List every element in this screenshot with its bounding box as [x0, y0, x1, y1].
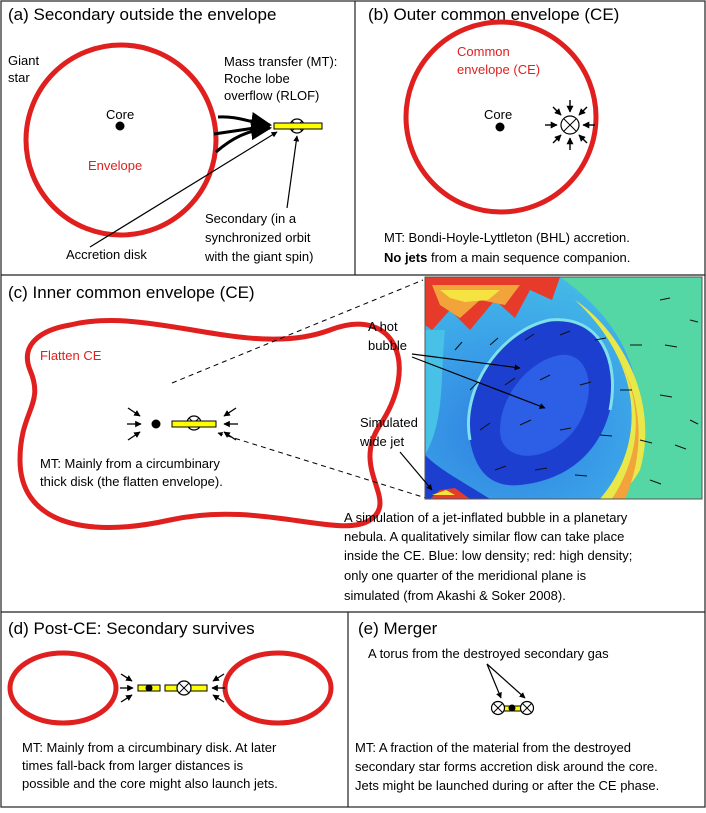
wide-jet-label-1: Simulated: [360, 415, 418, 430]
panel-a-title: (a) Secondary outside the envelope: [8, 5, 276, 24]
accretion-disk-label: Accretion disk: [66, 247, 147, 262]
hot-bubble-pointer-1: [411, 353, 521, 371]
rlof-flow-arrows: [213, 112, 273, 154]
sim-caption-5: simulated (from Akashi & Soker 2008).: [344, 588, 566, 603]
panel-d-title: (d) Post-CE: Secondary survives: [8, 619, 255, 638]
ce-remnant-left: [7, 650, 119, 726]
panel-c: (c) Inner common envelope (CE) Flatten C…: [8, 276, 703, 603]
mt-label-d-3: possible and the core might also launch …: [22, 776, 278, 791]
flatten-ce-label: Flatten CE: [40, 348, 102, 363]
torus-pointer-left: [486, 663, 502, 699]
hot-bubble-pointer-2: [411, 356, 546, 409]
secondary-label-1: Secondary (in a: [205, 211, 297, 226]
mt-label-e-2: secondary star forms accretion disk arou…: [355, 759, 658, 774]
mt-label-c-1: MT: Mainly from a circumbinary: [40, 456, 220, 471]
core-label-b: Core: [484, 107, 512, 122]
zoom-line-top: [171, 279, 424, 384]
ce-label-2: envelope (CE): [457, 62, 540, 77]
torus-label: A torus from the destroyed secondary gas: [368, 646, 609, 661]
flatten-ce-outline: [17, 318, 402, 530]
core-label-a: Core: [106, 107, 134, 122]
accretion-disk-pointer: [89, 131, 278, 248]
giant-star-label-2: star: [8, 70, 30, 85]
circumbinary-inflow-arrows: [127, 407, 238, 441]
sim-caption-2: nebula. A qualitatively similar flow can…: [344, 529, 624, 544]
sim-caption-3: inside the CE. Blue: low density; red: h…: [344, 548, 632, 563]
panel-a: (a) Secondary outside the envelope Core …: [8, 5, 337, 264]
mt-label-a-2: Roche lobe: [224, 71, 290, 86]
mt-label-b-2: No jets from a main sequence companion.: [384, 250, 630, 265]
ce-label-1: Common: [457, 44, 510, 59]
panel-d: (d) Post-CE: Secondary survives MT: Main…: [7, 619, 334, 791]
mt-label-e-3: Jets might be launched during or after t…: [355, 778, 659, 793]
bhl-inflow-arrows: [545, 100, 595, 150]
hot-bubble-label-1: A hot: [368, 319, 398, 334]
wide-jet-label-2: wide jet: [359, 434, 404, 449]
panel-b-title: (b) Outer common envelope (CE): [368, 5, 619, 24]
panel-b: (b) Outer common envelope (CE) Common en…: [368, 5, 630, 265]
giant-star-label-1: Giant: [8, 53, 39, 68]
simulation-image: [424, 276, 703, 500]
envelope-label: Envelope: [88, 158, 142, 173]
mt-label-d-1: MT: Mainly from a circumbinary disk. At …: [22, 740, 277, 755]
mt-label-e-1: MT: A fraction of the material from the …: [355, 740, 631, 755]
core-dot-b: [495, 122, 505, 132]
core-dot-d: [145, 684, 153, 692]
mt-label-b-1: MT: Bondi-Hoyle-Lyttleton (BHL) accretio…: [384, 230, 630, 245]
giant-core-dot: [115, 121, 125, 131]
ce-remnant-right: [222, 650, 334, 726]
hot-bubble-label-2: bubble: [368, 338, 407, 353]
zoom-line-bottom: [217, 431, 427, 499]
mt-label-a-1: Mass transfer (MT):: [224, 54, 337, 69]
post-ce-inflow-arrows: [120, 673, 225, 703]
mt-label-c-2: thick disk (the flatten envelope).: [40, 474, 223, 489]
mt-label-d-2: times fall-back from larger distances is: [22, 758, 244, 773]
secondary-label-3: with the giant spin): [204, 249, 313, 264]
common-envelope-b: [403, 19, 599, 215]
mt-label-a-3: overflow (RLOF): [224, 88, 319, 103]
no-jets-bold: No jets: [384, 250, 427, 265]
core-dot-c: [151, 419, 161, 429]
merger-core-dot: [508, 704, 516, 712]
panel-e-title: (e) Merger: [358, 619, 438, 638]
panel-e: (e) Merger A torus from the destroyed se…: [355, 619, 659, 793]
secondary-label-2: synchronized orbit: [205, 230, 311, 245]
accretion-disk-a: [273, 122, 323, 130]
accretion-disk-c: [171, 420, 217, 428]
sim-caption-1: A simulation of a jet-inflated bubble in…: [344, 510, 628, 525]
panel-c-title: (c) Inner common envelope (CE): [8, 283, 255, 302]
sim-caption-4: only one quarter of the meridional plane…: [344, 568, 587, 583]
secondary-pointer: [286, 135, 300, 209]
torus-pointer-right: [486, 663, 526, 699]
giant-envelope: [23, 42, 219, 238]
mt-label-b-2-rest: from a main sequence companion.: [427, 250, 630, 265]
velocity-arrows: [454, 297, 699, 485]
wide-jet-pointer: [399, 451, 433, 491]
